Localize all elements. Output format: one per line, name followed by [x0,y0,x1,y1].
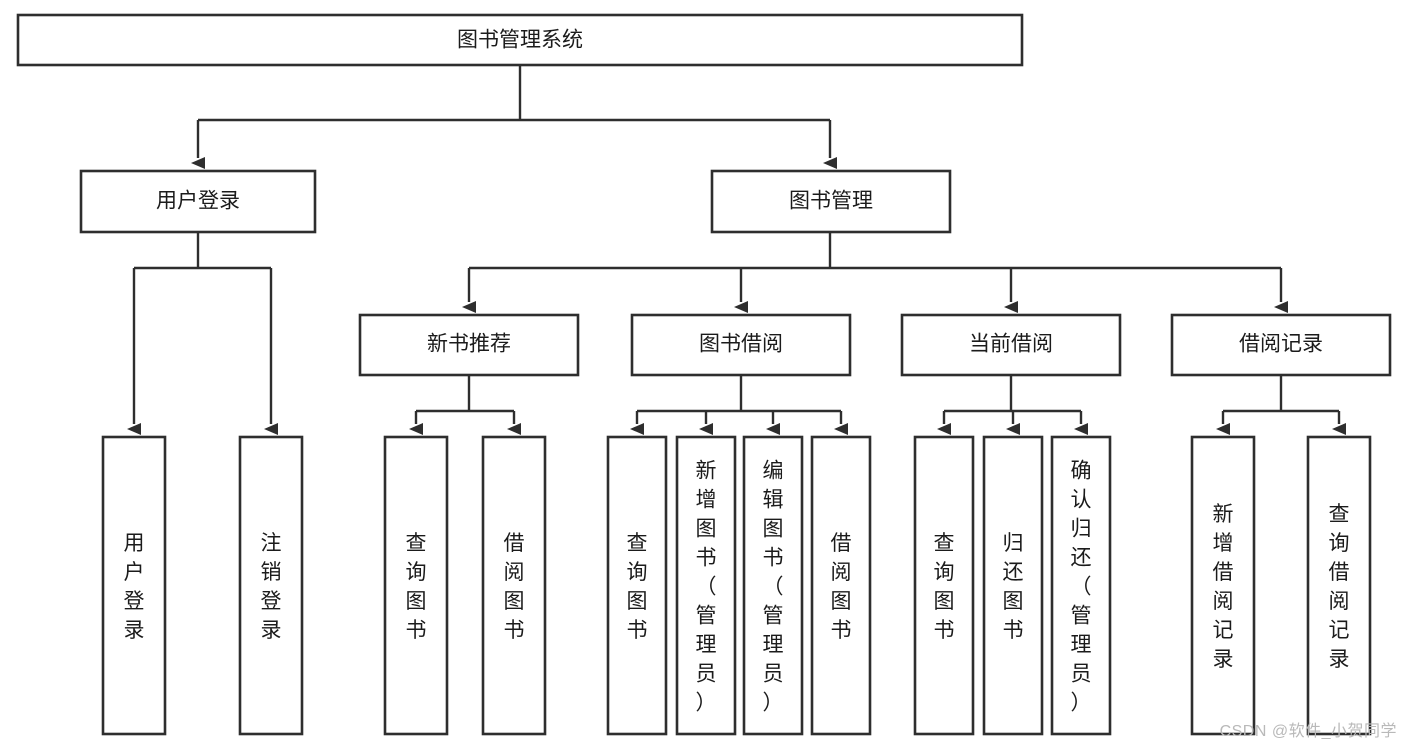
connector-group-book-manage [462,232,1288,313]
connector-group-user-login [127,232,278,435]
node-new-book-recommend[interactable]: 新书推荐 [358,313,580,377]
node-current-borrow[interactable]: 当前借阅 [900,313,1122,377]
node-leaf-br-query-record[interactable]: 查询借阅记录 [1306,435,1372,736]
node-leaf-bb-add-book[interactable]: 新增图书（管理员） [675,435,737,736]
node-leaf-user-logout[interactable]: 注销登录 [238,435,304,736]
node-leaf-nbr-borrow-book-label: 借阅图书 [504,532,525,642]
node-leaf-bb-query-book[interactable]: 查询图书 [606,435,668,736]
node-leaf-bb-edit-book-label: 编辑图书（管理员） [763,460,784,715]
node-user-login[interactable]: 用户登录 [79,169,317,234]
connector-group-root [191,65,837,169]
connector-group-current-borrow [937,375,1088,435]
node-leaf-cb-confirm-return[interactable]: 确认归还（管理员） [1050,435,1112,736]
node-leaf-cb-return-book[interactable]: 归还图书 [982,435,1044,736]
node-leaf-bb-edit-book[interactable]: 编辑图书（管理员） [742,435,804,736]
connector-group-book-borrow [630,375,848,435]
csdn-watermark: CSDN @软件_小贺同学 [1219,723,1397,740]
node-new-book-recommend-label: 新书推荐 [427,333,511,356]
node-current-borrow-label: 当前借阅 [969,333,1053,356]
node-borrow-record[interactable]: 借阅记录 [1170,313,1392,377]
node-book-borrow-label: 图书借阅 [699,333,783,356]
connector-group-new-book-recommend [409,375,521,435]
node-leaf-cb-query-book[interactable]: 查询图书 [913,435,975,736]
node-leaf-nbr-query-book-label: 查询图书 [406,532,427,642]
node-root-label: 图书管理系统 [457,29,583,52]
node-leaf-br-query-record-label: 查询借阅记录 [1329,503,1350,671]
node-borrow-record-label: 借阅记录 [1239,333,1323,356]
node-leaf-cb-query-book-label: 查询图书 [934,532,955,642]
node-book-manage-label: 图书管理 [789,190,873,213]
node-leaf-bb-borrow-book[interactable]: 借阅图书 [810,435,872,736]
node-book-manage[interactable]: 图书管理 [710,169,952,234]
node-leaf-nbr-query-book[interactable]: 查询图书 [383,435,449,736]
node-leaf-cb-return-book-label: 归还图书 [1003,532,1024,642]
node-leaf-user-login-label: 用户登录 [124,532,145,642]
node-leaf-cb-confirm-return-label: 确认归还（管理员） [1071,460,1092,715]
node-leaf-user-logout-label: 注销登录 [261,532,282,642]
node-leaf-bb-add-book-label: 新增图书（管理员） [696,460,717,715]
node-user-login-label: 用户登录 [156,190,240,213]
node-book-borrow[interactable]: 图书借阅 [630,313,852,377]
node-leaf-br-add-record-label: 新增借阅记录 [1213,503,1234,671]
node-leaf-bb-borrow-book-label: 借阅图书 [831,532,852,642]
node-leaf-user-login[interactable]: 用户登录 [101,435,167,736]
node-root[interactable]: 图书管理系统 [16,13,1024,67]
node-leaf-bb-query-book-label: 查询图书 [627,532,648,642]
connector-group-borrow-record [1216,375,1346,435]
node-leaf-nbr-borrow-book[interactable]: 借阅图书 [481,435,547,736]
node-leaf-br-add-record[interactable]: 新增借阅记录 [1190,435,1256,736]
